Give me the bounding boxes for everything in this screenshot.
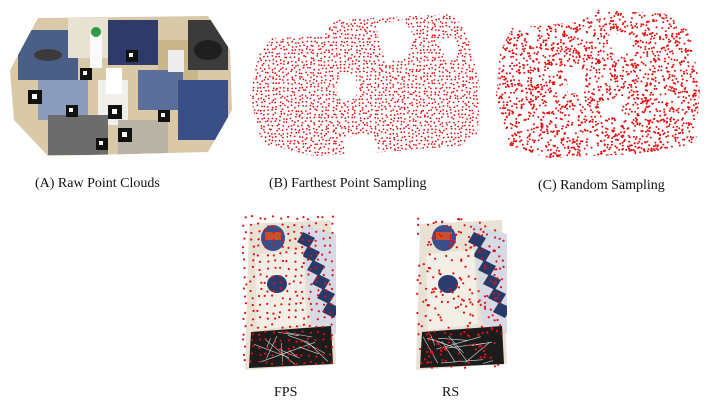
caption-farthest-point-sampling: (B) Farthest Point Sampling — [269, 176, 427, 191]
fps-point-cloud — [250, 14, 480, 156]
raw-point-cloud-image — [10, 16, 232, 156]
fps-crop-image — [241, 214, 336, 370]
crop-rs — [412, 214, 507, 370]
caption-random-sampling: (C) Random Sampling — [538, 178, 665, 193]
rs-point-cloud — [496, 10, 700, 158]
caption-rs: RS — [442, 385, 460, 400]
panel-raw-point-clouds — [8, 10, 234, 158]
caption-raw-point-clouds: (A) Raw Point Clouds — [35, 176, 160, 191]
panel-random-sampling — [488, 6, 710, 160]
rs-crop-image — [412, 214, 507, 370]
crop-fps — [241, 214, 336, 370]
caption-fps: FPS — [274, 385, 298, 400]
panel-farthest-point-sampling — [244, 6, 490, 158]
